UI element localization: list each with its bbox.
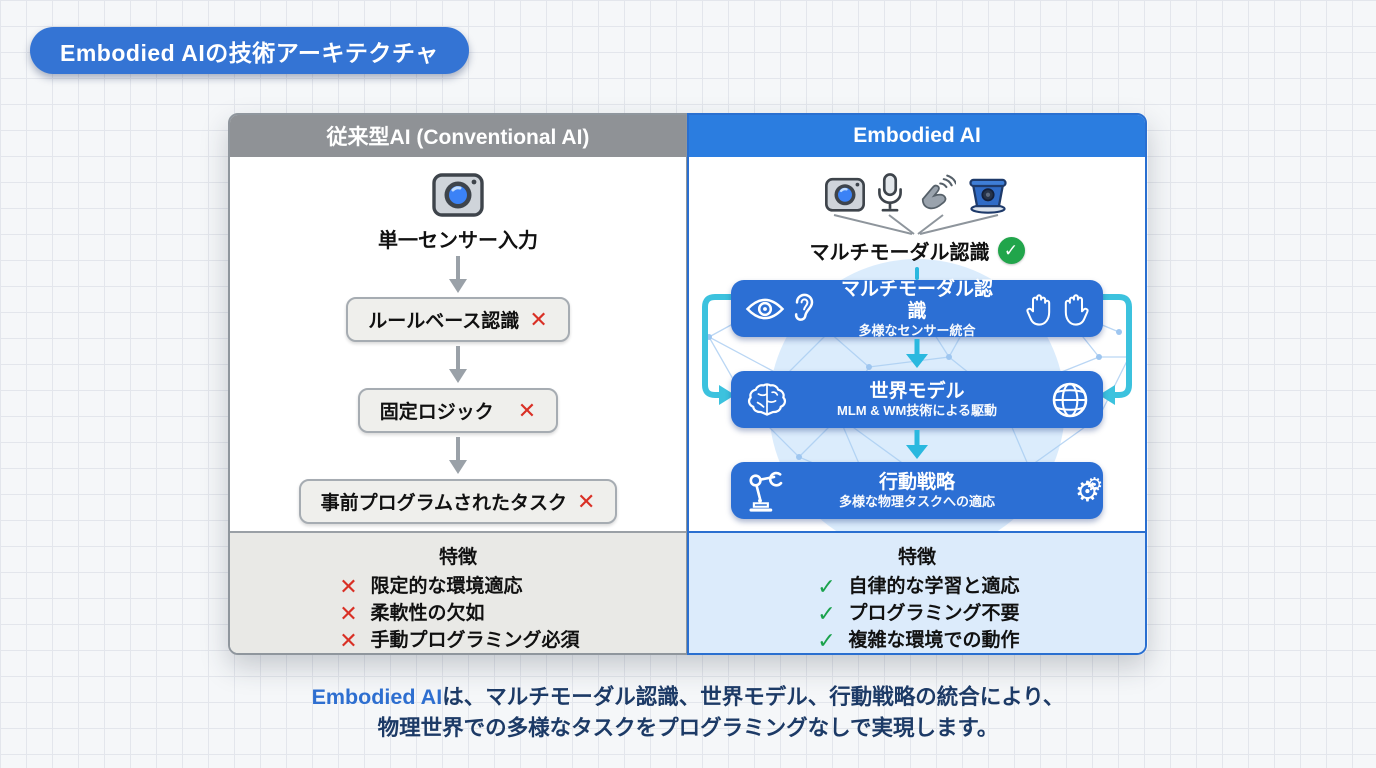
feature-label: 柔軟性の欠如 — [370, 603, 485, 624]
brain-icon — [745, 382, 789, 418]
step-label: 事前プログラムされたタスク — [320, 493, 567, 514]
feature-item: ✕ 柔軟性の欠如 — [336, 600, 579, 627]
step-rule-based-recognition: ルールベース認識 ✕ — [346, 297, 570, 342]
block-title: 行動戦略 — [878, 471, 955, 493]
down-arrow-icon — [447, 256, 469, 294]
embodied-ai-column: Embodied AI — [687, 113, 1147, 655]
check-icon: ✓ — [817, 574, 836, 599]
conventional-ai-header-label: 従来型AI (Conventional AI) — [326, 126, 590, 149]
feature-item: ✓ プログラミング不要 — [814, 600, 1019, 627]
conventional-ai-body: 単一センサー入力 ルールベース認識 ✕ — [230, 157, 686, 531]
conventional-ai-column: 従来型AI (Conventional AI) 単一センサー入力 — [228, 113, 688, 655]
block-subtitle: MLM & WM技術による駆動 — [837, 402, 997, 418]
features-title: 特徴 — [897, 547, 936, 568]
single-sensor-label: 単一センサー入力 — [378, 230, 538, 252]
block-left-icons — [745, 382, 827, 418]
block-multimodal-recognition: マルチモーダル認識 多様なセンサー統合 — [731, 278, 1103, 338]
gears-icon: ⚙⚙ — [1074, 474, 1103, 507]
summary-highlight: Embodied AI — [311, 685, 443, 709]
check-icon: ✓ — [817, 628, 836, 653]
block-action-strategy: 行動戦略 多様な物理タスクへの適応 ⚙⚙ — [731, 462, 1103, 519]
feature-label: 手動プログラミング必須 — [370, 630, 580, 651]
cross-icon: ✕ — [529, 306, 548, 332]
feature-label: 限定的な環境適応 — [370, 576, 523, 597]
step-label: 固定ロジック — [379, 402, 494, 423]
block-title: 世界モデル — [869, 380, 965, 402]
step-label: ルールベース認識 — [368, 311, 520, 332]
smart-camera-icon — [965, 172, 1011, 214]
summary-caption: Embodied AIは、マルチモーダル認識、世界モデル、行動戦略の統合により、… — [0, 682, 1376, 744]
block-right-icons: ⚙⚙ — [1007, 474, 1103, 507]
cross-icon: ✕ — [339, 601, 358, 626]
block-right-icons — [1007, 291, 1089, 327]
block-title: マルチモーダル認識 — [840, 278, 993, 322]
embodied-ai-body: マルチモーダル認識 ✓ — [689, 157, 1145, 531]
embodied-ai-header-label: Embodied AI — [853, 124, 981, 147]
waving-hand-icon — [914, 174, 956, 214]
block-right-icons — [1007, 381, 1089, 419]
summary-line-1: Embodied AIは、マルチモーダル認識、世界モデル、行動戦略の統合により、 — [0, 682, 1376, 713]
cross-icon: ✕ — [517, 397, 537, 423]
conventional-ai-features: 特徴 ✕ 限定的な環境適応 ✕ 柔軟性の欠如 ✕ 手動プログラミング必須 — [230, 531, 686, 653]
cyan-down-arrow-icon — [904, 430, 930, 460]
cross-icon: ✕ — [577, 488, 596, 514]
feature-label: 複雑な環境での動作 — [848, 630, 1020, 651]
step-preprogrammed-tasks: 事前プログラムされたタスク ✕ — [298, 479, 618, 524]
embodied-ai-features: 特徴 ✓ 自律的な学習と適応 ✓ プログラミング不要 ✓ 複雑な環境での動作 — [689, 531, 1145, 653]
eye-icon — [745, 296, 785, 322]
feature-item: ✓ 自律的な学習と適応 — [814, 573, 1019, 600]
block-subtitle: 多様な物理タスクへの適応 — [838, 493, 995, 509]
camera-icon — [824, 174, 866, 214]
raised-hand-icon — [1061, 291, 1089, 327]
features-title: 特徴 — [438, 547, 477, 568]
feature-label: 自律的な学習と適応 — [848, 576, 1020, 597]
conventional-ai-header: 従来型AI (Conventional AI) — [230, 115, 686, 157]
summary-line-1-rest: は、マルチモーダル認識、世界モデル、行動戦略の統合により、 — [442, 685, 1065, 709]
page-title: Embodied AIの技術アーキテクチャ — [30, 27, 469, 74]
down-arrow-icon — [447, 437, 469, 475]
block-left-icons — [745, 292, 827, 326]
feature-item: ✓ 複雑な環境での動作 — [814, 627, 1020, 653]
block-subtitle: 多様なセンサー統合 — [858, 322, 976, 338]
feature-label: プログラミング不要 — [848, 603, 1020, 624]
ear-icon — [792, 292, 817, 326]
down-arrow-icon — [447, 346, 469, 384]
check-icon: ✓ — [817, 601, 836, 626]
embodied-ai-header: Embodied AI — [689, 115, 1145, 157]
comparison-table: 従来型AI (Conventional AI) 単一センサー入力 — [228, 113, 1148, 655]
converging-lines — [812, 214, 1022, 235]
feature-item: ✕ 手動プログラミング必須 — [336, 627, 580, 653]
check-circle-icon: ✓ — [997, 237, 1025, 264]
recognition-label: マルチモーダル認識 — [809, 242, 990, 264]
microphone-icon — [875, 172, 905, 214]
multimodal-recognition-caption: マルチモーダル認識 ✓ — [810, 236, 1025, 265]
cyan-down-arrow-icon — [904, 339, 930, 369]
camera-icon — [431, 169, 485, 219]
cross-icon: ✕ — [339, 574, 358, 599]
block-left-icons — [745, 470, 827, 512]
feature-item: ✕ 限定的な環境適応 — [336, 573, 579, 600]
raised-hand-icon — [1026, 291, 1054, 327]
sensor-icon-row — [824, 170, 1011, 214]
block-world-model: 世界モデル MLM & WM技術による駆動 — [731, 371, 1103, 428]
robot-arm-icon — [745, 470, 789, 512]
summary-line-2: 物理世界での多様なタスクをプログラミングなしで実現します。 — [377, 716, 999, 740]
step-fixed-logic: 固定ロジック ✕ — [357, 388, 559, 433]
cross-icon: ✕ — [339, 628, 358, 653]
page-title-label: Embodied AIの技術アーキテクチャ — [60, 39, 439, 66]
globe-icon — [1051, 381, 1089, 419]
